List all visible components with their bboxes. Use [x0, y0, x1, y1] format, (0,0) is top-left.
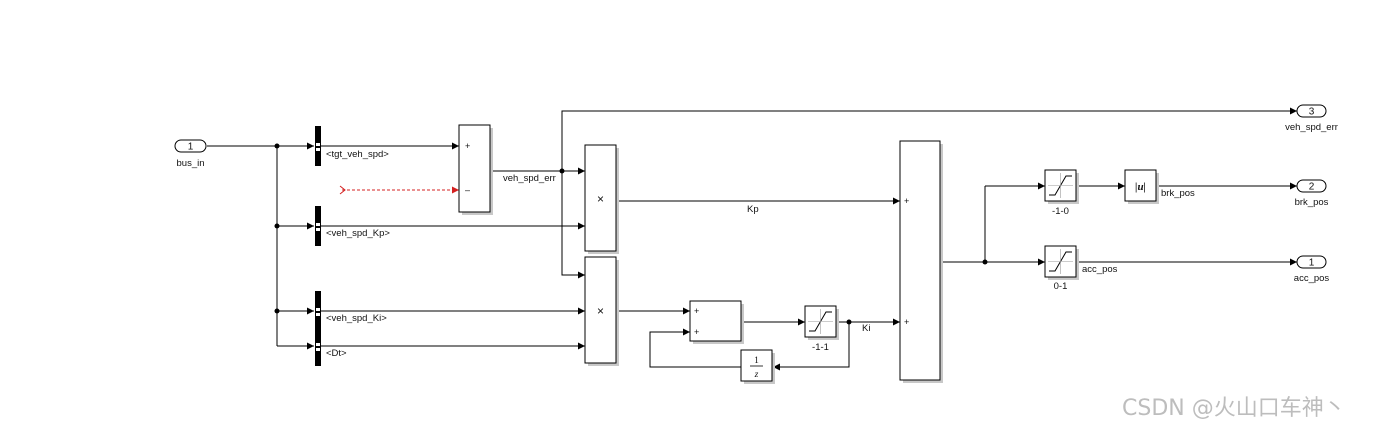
branch-point [274, 223, 280, 229]
sum-sign-plus: + [465, 141, 470, 151]
wire-ki-feedback[interactable] [773, 322, 850, 371]
branch-point [274, 143, 280, 149]
selector-signal-label: <Dt> [326, 348, 347, 359]
saturation-integrator-block[interactable]: -1-1 [804, 305, 839, 353]
branch-point [274, 308, 280, 314]
sum-sign-plus: + [694, 306, 699, 316]
outport-number: 2 [1309, 182, 1315, 193]
watermark-text: CSDN @火山口车神丶 [1122, 396, 1346, 421]
wire-err-to-product2[interactable] [561, 171, 585, 279]
delay-numerator: 1 [754, 356, 759, 366]
signal-label-kp: Kp [747, 204, 759, 215]
saturation-label: -1-1 [812, 342, 829, 353]
selector-signal-label: <veh_spd_Ki> [326, 313, 387, 324]
signal-label-veh-spd-err: veh_spd_err [503, 173, 556, 184]
outport-acc-pos[interactable]: 1 acc_pos [1294, 255, 1330, 284]
branch-point [846, 319, 852, 325]
outport-brk-pos[interactable]: 2 brk_pos [1295, 179, 1329, 208]
outport-label: veh_spd_err [1285, 122, 1338, 133]
selector-signal-label: <veh_spd_Kp> [326, 228, 390, 239]
outport-veh-spd-err[interactable]: 3 veh_spd_err [1285, 104, 1338, 133]
abs-block[interactable]: |u| [1124, 169, 1159, 204]
outport-number: 1 [1309, 258, 1315, 269]
inport-number: 1 [188, 142, 194, 153]
wire-to-outport3[interactable] [561, 107, 1297, 171]
bus-selector-3[interactable]: <veh_spd_Ki> <Dt> [315, 291, 387, 366]
signal-label-brk-pos: brk_pos [1161, 188, 1195, 199]
delay-denominator: z [754, 370, 759, 380]
sum-sign-plus: + [904, 317, 909, 327]
outport-label: brk_pos [1295, 197, 1329, 208]
outport-label: acc_pos [1294, 273, 1330, 284]
product-operator: × [597, 304, 604, 318]
saturation-brake-block[interactable]: -1-0 [1044, 169, 1079, 217]
sum-sign-plus: + [694, 327, 699, 337]
product-kp-block[interactable]: × [584, 144, 619, 254]
wire-delay-to-sum[interactable] [649, 328, 741, 368]
product-ki-block[interactable]: × [584, 256, 619, 366]
sum-error-block[interactable]: + – [458, 124, 493, 215]
signal-label-acc-pos: acc_pos [1082, 264, 1118, 275]
sum-sign-plus: + [904, 196, 909, 206]
saturation-accel-block[interactable]: 0-1 [1044, 245, 1079, 292]
unit-delay-block[interactable]: 1 z [740, 349, 775, 384]
bus-selector-1[interactable]: <tgt_veh_spd> [315, 126, 389, 166]
sum-output-block[interactable]: + + [899, 140, 943, 383]
saturation-label: -1-0 [1052, 206, 1069, 217]
selector-signal-label: <tgt_veh_spd> [326, 149, 389, 160]
saturation-label: 0-1 [1054, 281, 1068, 292]
wires [207, 107, 1297, 371]
inport-label: bus_in [177, 158, 205, 169]
branch-point [982, 259, 988, 265]
branch-point [559, 168, 565, 174]
inport-bus-in[interactable]: 1 bus_in [174, 139, 207, 169]
branch-points [274, 143, 988, 325]
unconnected-line-start [339, 185, 346, 195]
product-operator: × [597, 192, 604, 206]
sum-integrator-block[interactable]: + + [689, 300, 744, 344]
outport-number: 3 [1309, 107, 1315, 118]
abs-operator: |u| [1135, 181, 1146, 193]
signal-label-ki: Ki [862, 323, 870, 334]
bus-selector-2[interactable]: <veh_spd_Kp> [315, 206, 390, 246]
sum-sign-minus: – [465, 185, 470, 195]
